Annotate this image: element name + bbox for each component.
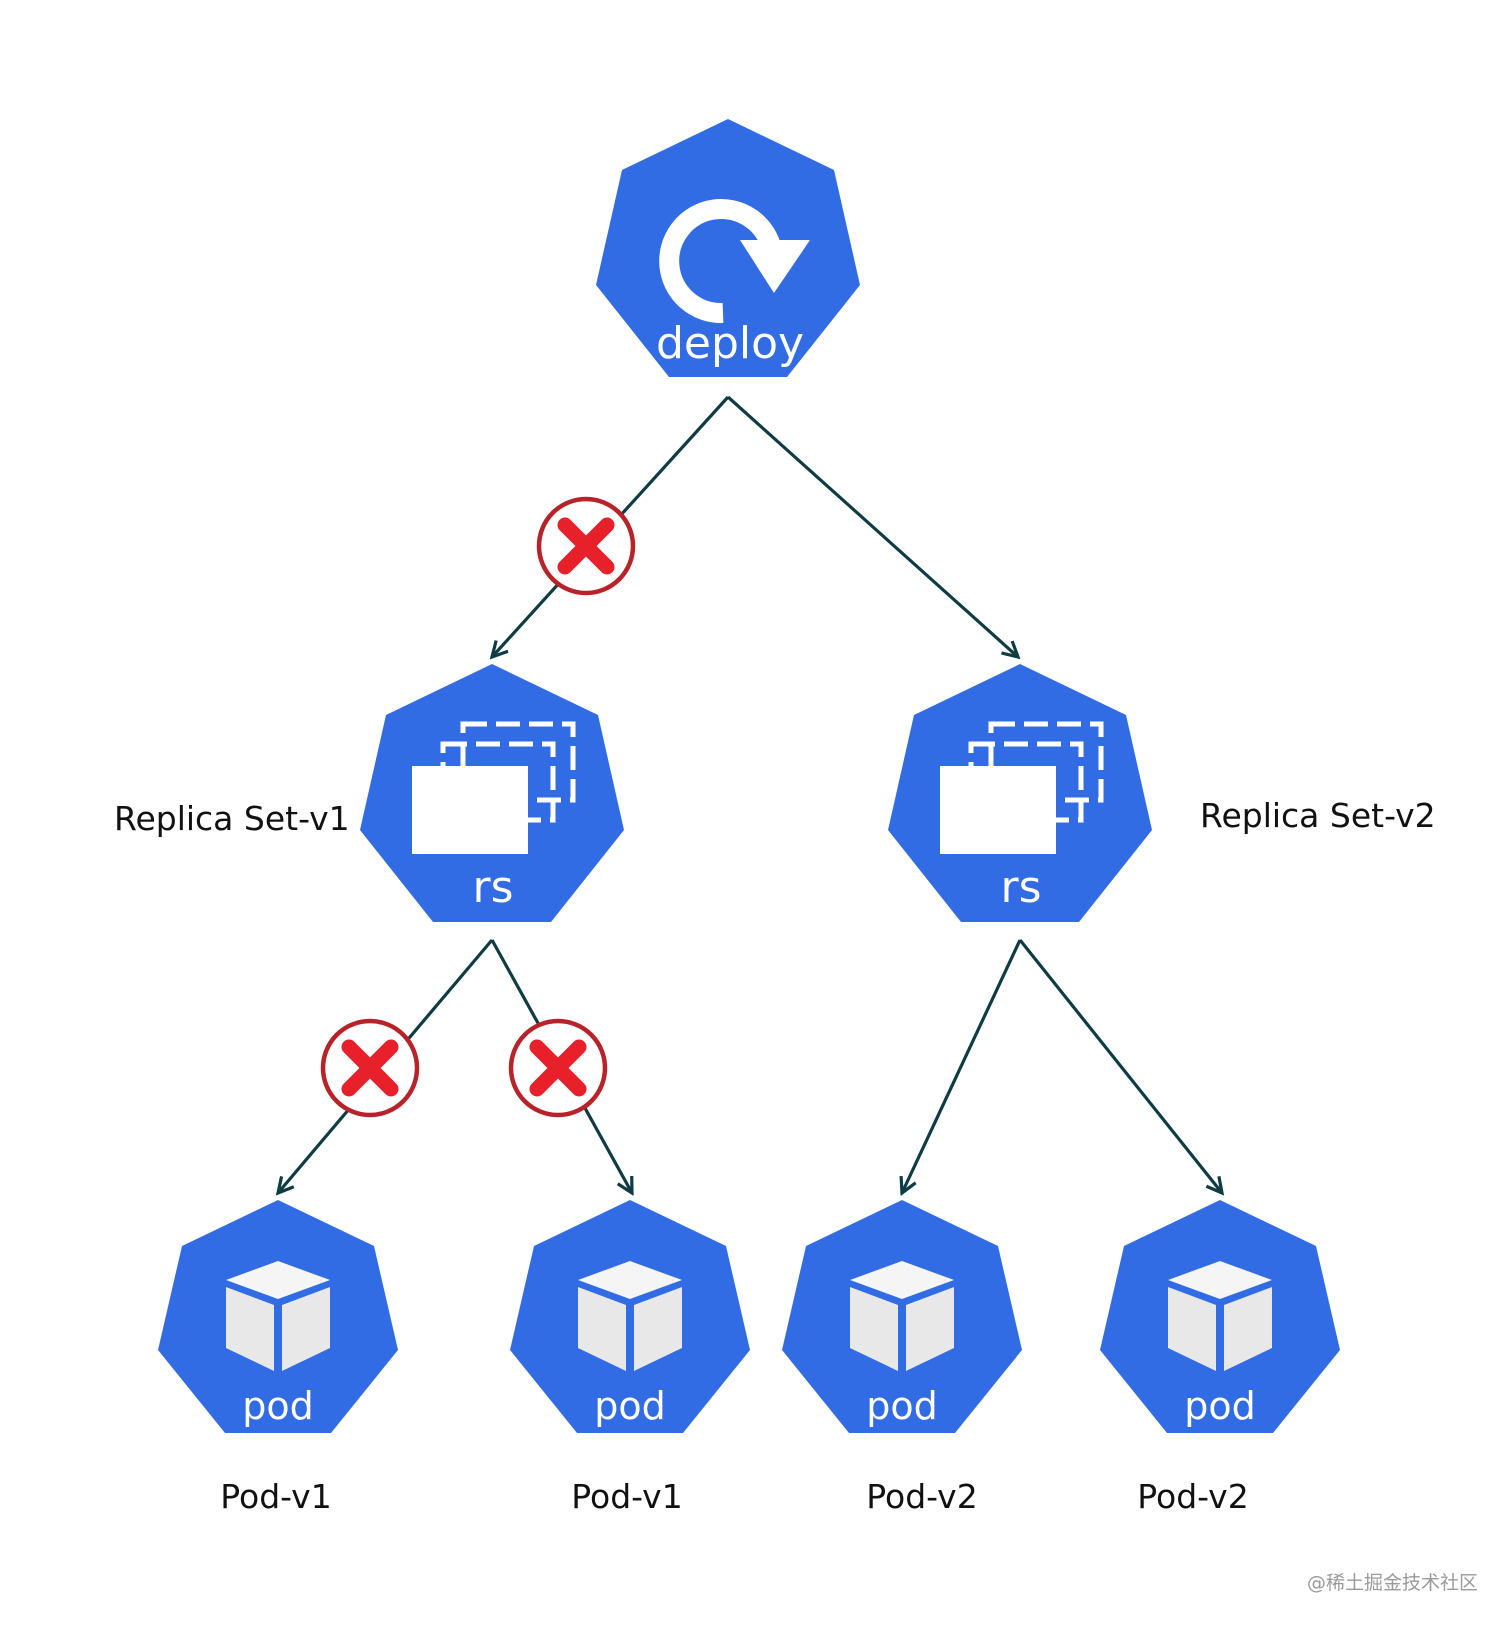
edge-deploy-rs-v2 [726,395,1018,657]
blocked-marker-rs-v1-pod-2 [508,1018,608,1118]
deploy-label: deploy [656,318,804,369]
pod-heptagon [1100,1200,1340,1433]
rs-v1-front-page [412,766,528,854]
pod-heptagon [510,1200,750,1433]
cross-icon [341,1039,399,1097]
pod-label: pod [594,1384,666,1428]
deploy-heptagon [596,119,860,377]
pod-node-1: pod [158,1200,398,1433]
rs-v1-label: rs [472,862,513,913]
cube-icon [226,1261,330,1371]
rs-v2-label: rs [1000,862,1041,913]
blocked-marker-rs-v1-pod-1 [320,1018,420,1118]
rs-v2-front-page [940,766,1056,854]
rs-v2-caption: Replica Set-v2 [1200,796,1436,835]
rs-v1-caption: Replica Set-v1 [114,799,350,838]
pod-4-caption: Pod-v2 [1137,1477,1248,1516]
edge-rs-v2-pod-4 [1018,939,1222,1193]
refresh-arrow-icon [659,199,810,324]
pod-label: pod [242,1384,314,1428]
pod-2-caption: Pod-v1 [571,1477,682,1516]
pod-1-caption: Pod-v1 [220,1477,331,1516]
pod-3-caption: Pod-v2 [866,1477,977,1516]
watermark: @稀土掘金技术社区 [1307,1572,1478,1594]
pod-node-4: pod [1100,1200,1340,1433]
cross-icon [529,1039,587,1097]
blocked-marker-deploy-rs-v1 [536,496,636,596]
pod-heptagon [782,1200,1022,1433]
rs-v2-node: rs [888,664,1152,922]
cross-icon [557,517,615,575]
edge-rs-v2-pod-3 [902,939,1022,1193]
cube-icon [850,1261,954,1371]
pod-label: pod [866,1384,938,1428]
pod-label: pod [1184,1384,1256,1428]
pod-heptagon [158,1200,398,1433]
pod-node-3: pod [782,1200,1022,1433]
pod-node-2: pod [510,1200,750,1433]
rs-v1-node: rs [360,664,624,922]
deploy-node: deploy [596,119,860,377]
cube-icon [578,1261,682,1371]
cube-icon [1168,1261,1272,1371]
